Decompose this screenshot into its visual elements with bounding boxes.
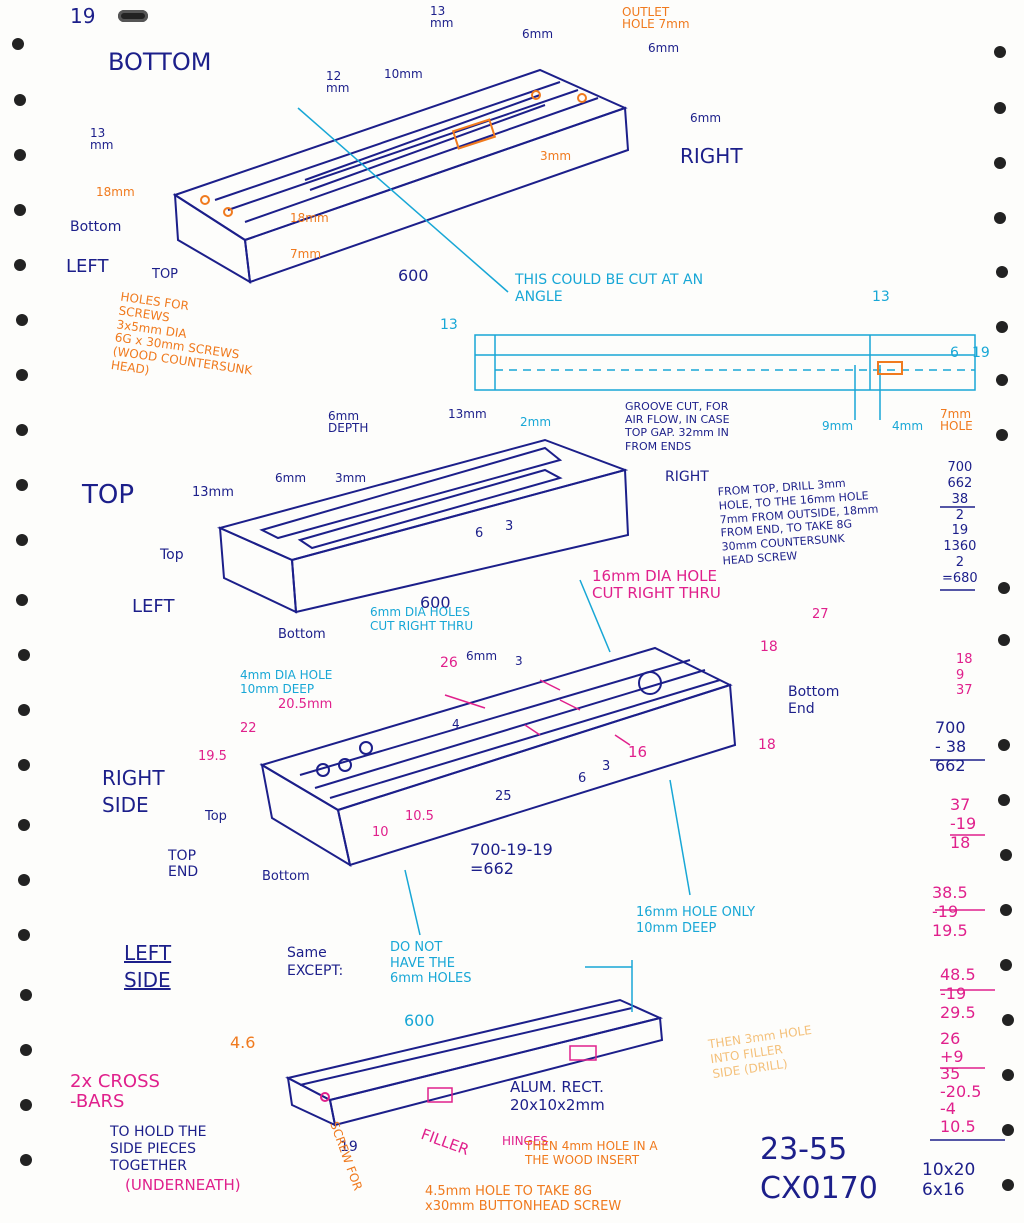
rs-dim-10-5: 10.5 (405, 809, 434, 824)
left-side-dim-4-6: 4.6 (230, 1033, 256, 1052)
bottom-dim-18-a: 18mm (96, 185, 135, 199)
rs-dim-25: 25 (495, 789, 512, 804)
bottom-dim-10: 10mm (384, 67, 423, 81)
rs-dim-18-b: 18 (758, 737, 776, 753)
left-side-except-note: DO NOT HAVE THE 6mm HOLES (390, 940, 472, 987)
top-length: 600 (420, 593, 451, 612)
rs-length-calc: 700-19-19 =662 (470, 840, 553, 879)
wood-insert-note: THEN 4mm HOLE IN A THE WOOD INSERT (525, 1139, 658, 1167)
rs-label-top: Top (205, 809, 227, 824)
rs-dim-18-a: 18 (760, 639, 778, 655)
six-mm-holes-note: 6mm DIA HOLES CUT RIGHT THRU (370, 605, 474, 634)
top-label-top: Top (160, 547, 184, 563)
bolt-hole-note: 4.5mm HOLE TO TAKE 8G x30mm BUTTONHEAD S… (425, 1184, 622, 1214)
cross-bars-title: 2x CROSS -BARS (70, 1071, 160, 1112)
margin-calc-5: 38.5 -19 19.5 (932, 883, 968, 941)
top-label-left: LEFT (132, 596, 175, 617)
cross-bars-note: TO HOLD THE SIDE PIECES TOGETHER (110, 1124, 207, 1174)
angle-note: THIS COULD BE CUT AT AN ANGLE (515, 272, 704, 305)
margin-calc-7: 26 +9 35 -20.5 -4 10.5 (940, 1029, 982, 1136)
margin-calc-2: 18 9 37 (956, 652, 973, 699)
rs-label-bottom-end: Bottom End (788, 684, 840, 717)
bottom-label-top: TOP (152, 267, 179, 282)
margin-calc-1: 700 662 38 2 19 1360 2 =680 (942, 460, 978, 587)
left-side-length: 600 (404, 1011, 435, 1030)
section-hole-7mm: 7mm HOLE (940, 407, 973, 433)
bottom-label-bottom: Bottom (70, 219, 122, 235)
top-dim-n6: 6 (475, 526, 484, 541)
bottom-dim-18-b: 18mm (290, 211, 329, 225)
right-side-title: RIGHT SIDE (102, 766, 165, 817)
bottom-dim-13-top: 13 mm (430, 4, 454, 30)
left-side-title: LEFT SIDE (124, 941, 172, 992)
section-dim-13-left: 13 (440, 317, 458, 333)
left-side-dim-19: 19 (340, 1139, 358, 1155)
section-dim-9mm: 9mm (822, 419, 854, 433)
alum-rect-note: ALUM. RECT. 20x10x2mm (510, 1078, 605, 1114)
rs-dim-22: 22 (240, 721, 257, 736)
section-dim-4mm: 4mm (892, 419, 924, 433)
bottom-dim-6-right-a: 6mm (648, 41, 680, 55)
rs-label-bottom: Bottom (262, 869, 310, 884)
margin-calc-8: 10x20 6x16 (922, 1160, 976, 1201)
rs-dim-4: 4 (452, 717, 460, 731)
outlet-hole-label: OUTLET HOLE 7mm (622, 5, 690, 31)
bottom-dim-6: 6mm (522, 27, 554, 41)
bottom-dim-7: 7mm (290, 247, 322, 261)
section-dim-6: 6 (950, 345, 959, 361)
top-dim-3: 3mm (335, 471, 367, 485)
top-dim-13b: 13mm (448, 407, 487, 421)
rs-dim-6: 6 (578, 771, 587, 786)
four-mm-hole-note: 4mm DIA HOLE 10mm DEEP (240, 668, 333, 697)
top-dim-13: 13mm (192, 485, 234, 500)
rs-16mm-hole-note: 16mm HOLE ONLY 10mm DEEP (636, 905, 756, 937)
left-side-same: Same EXCEPT: (287, 945, 344, 979)
rs-dim-26: 26 (440, 655, 458, 671)
top-view-title: TOP (82, 480, 135, 510)
top-dim-n3: 3 (505, 519, 514, 534)
bottom-dim-12: 12 mm (326, 69, 350, 95)
rs-label-top-end: TOP END (168, 848, 199, 881)
margin-calc-3: 700 - 38 662 (935, 718, 967, 776)
rs-dim-20-5: 20.5mm (278, 697, 333, 712)
rs-dim-3b: 3 (602, 759, 611, 774)
top-depth: 6mm DEPTH (328, 409, 369, 435)
top-dim-6: 6mm (275, 471, 307, 485)
pencil-icon (118, 10, 148, 22)
top-label-right: RIGHT (665, 469, 709, 485)
margin-calc-6: 48.5 -19 29.5 (940, 965, 976, 1023)
section-dim-2mm: 2mm (520, 415, 552, 429)
drill-note: FROM TOP, DRILL 3mm HOLE, TO THE 16mm HO… (717, 476, 879, 568)
bottom-length: 600 (398, 266, 429, 285)
hinges-label: HINGES (502, 1134, 549, 1148)
corner-number: 19 (70, 4, 96, 28)
rs-dim-6mm: 6mm (466, 649, 498, 663)
part-code: 23-55 CX0170 (760, 1132, 878, 1206)
rs-dim-10: 10 (372, 825, 389, 840)
groove-note: GROOVE CUT, FOR AIR FLOW, IN CASE TOP GA… (625, 400, 730, 453)
rs-dim-3: 3 (515, 654, 523, 668)
margin-calc-4: 37 -19 18 (950, 795, 977, 853)
rs-dim-16: 16 (628, 743, 648, 761)
rs-dim-27: 27 (812, 607, 829, 622)
section-dim-13-right: 13 (872, 289, 890, 305)
cross-bars-underneath: (UNDERNEATH) (125, 1176, 241, 1194)
top-label-bottom: Bottom (278, 627, 326, 642)
section-dim-19: 19 (972, 345, 990, 361)
sixteen-mm-hole-note: 16mm DIA HOLE CUT RIGHT THRU (592, 567, 721, 603)
bottom-label-left: LEFT (66, 256, 109, 277)
bottom-label-right: RIGHT (680, 144, 743, 168)
bottom-dim-13-left: 13 mm (90, 126, 114, 152)
bottom-dim-6-right-b: 6mm (690, 111, 722, 125)
rs-dim-19-5: 19.5 (198, 749, 227, 764)
bottom-view-title: BOTTOM (108, 48, 212, 76)
bottom-dim-3: 3mm (540, 149, 572, 163)
